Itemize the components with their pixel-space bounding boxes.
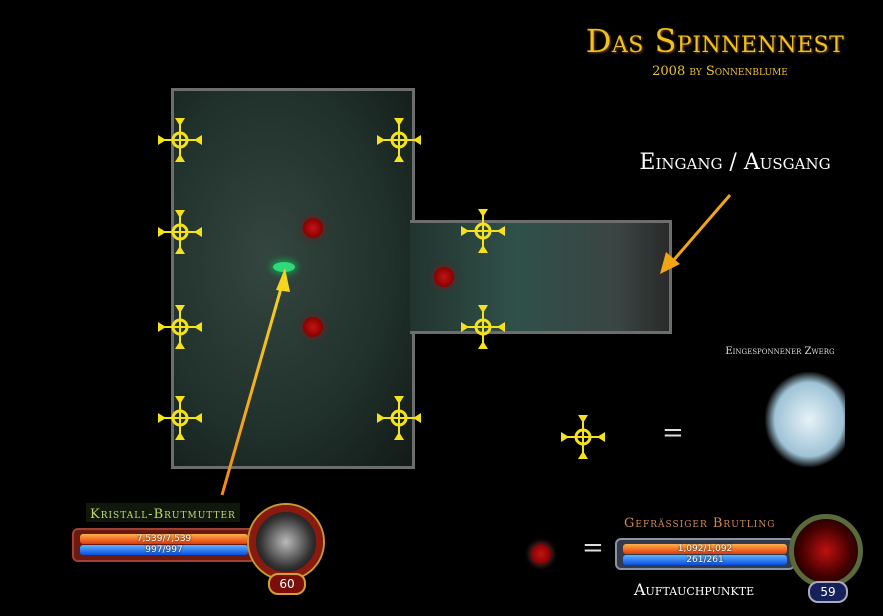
dwarf-label: Eingesponnener Zwerg <box>725 346 835 357</box>
spawn-mob-name: Gefrässiger Brutling <box>624 516 776 531</box>
boss-morale-bar: 7,539/7,539 <box>80 534 248 544</box>
spawn-legend-label: Auftauchpunkte <box>634 580 755 599</box>
spawn-portrait[interactable] <box>789 514 863 588</box>
boss-bars: 7,539/7,539 997/997 <box>72 528 256 562</box>
dwarf-marker-icon <box>459 207 507 255</box>
boss-name: Kristall-Brutmutter <box>90 507 236 522</box>
dwarf-marker-icon <box>459 303 507 351</box>
spawn-point-icon <box>303 317 323 337</box>
legend-spawn-equals: = <box>582 533 604 563</box>
legend-marker-icon <box>559 413 607 461</box>
entrance-corridor <box>410 220 672 334</box>
spawn-point-icon <box>434 267 454 287</box>
dwarf-marker-icon <box>156 394 204 442</box>
map-subtitle: 2008 by Sonnenblume <box>652 64 788 79</box>
dwarf-marker-icon <box>375 394 423 442</box>
dwarf-marker-icon <box>156 303 204 351</box>
boss-arrow <box>220 268 290 496</box>
dwarf-marker-icon <box>156 116 204 164</box>
spawn-morale-bar: 1,092/1,092 <box>623 544 787 554</box>
spawn-level-badge: 59 <box>808 581 848 603</box>
spawn-power-bar: 261/261 <box>623 555 787 565</box>
boss-portrait[interactable] <box>249 505 323 579</box>
green-crystal <box>273 262 295 272</box>
spawn-bars: 1,092/1,092 261/261 <box>615 538 795 570</box>
legend-equals: = <box>662 418 684 448</box>
dwarf-marker-icon <box>156 208 204 256</box>
spawn-point-icon <box>303 218 323 238</box>
entrance-label: Eingang / Ausgang <box>639 150 831 175</box>
entrance-arrow <box>660 194 732 274</box>
spawn-nameplate: Gefrässiger Brutling <box>624 512 775 531</box>
map-title: Das Spinnennest <box>585 22 845 60</box>
dwarf-marker-icon <box>375 116 423 164</box>
legend-spawn-icon <box>531 544 551 564</box>
main-hall <box>171 88 415 469</box>
boss-nameplate: Kristall-Brutmutter <box>86 503 240 522</box>
boss-power-bar: 997/997 <box>80 545 248 555</box>
webbed-dwarf-image <box>765 372 845 467</box>
boss-level-badge: 60 <box>268 573 306 595</box>
